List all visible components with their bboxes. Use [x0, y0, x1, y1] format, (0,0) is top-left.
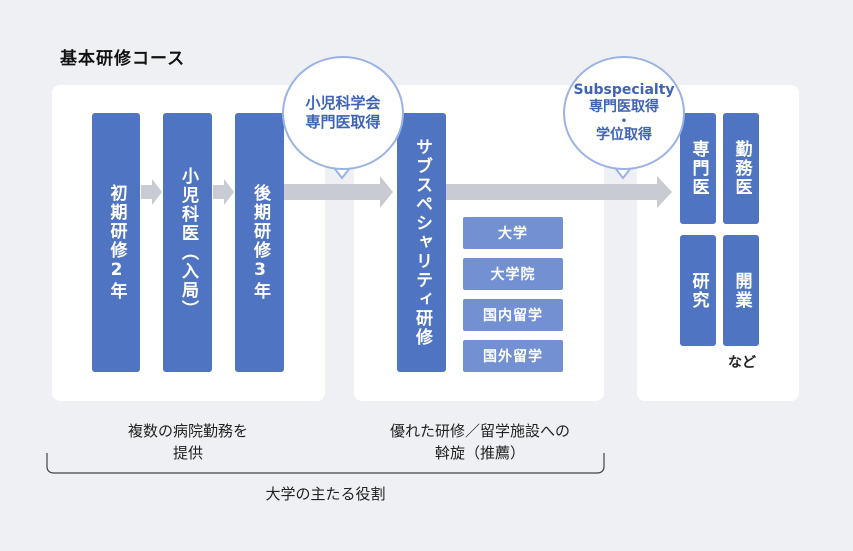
bottom-bracket	[46, 453, 605, 474]
milestone2-line4: 学位取得	[596, 126, 652, 143]
bracket-label: 大学の主たる役割	[265, 485, 386, 503]
arrow-stage1-stage2	[284, 176, 393, 208]
arrow-2-3	[213, 179, 234, 205]
option-domestic-study: 国内留学	[463, 299, 563, 331]
option-university: 大学	[463, 217, 563, 249]
milestone1-line1: 小児科学会	[305, 94, 381, 113]
bar-staff-doctor: 勤務医	[723, 113, 759, 224]
bar-later-training-label: 後期研修3年	[250, 184, 270, 301]
option-graduate-school-label: 大学院	[490, 267, 536, 283]
bar-subspecialty-training: サブスペシャリティ研修	[397, 113, 446, 372]
option-university-label: 大学	[498, 226, 528, 242]
bar-initial-training: 初期研修2年	[92, 113, 140, 372]
stage2-caption-line2: 斡旋（推薦）	[434, 443, 525, 462]
option-overseas-study-label: 国外留学	[483, 349, 543, 365]
arrow-stage2-stage3	[446, 176, 672, 208]
milestone-circle-pediatrics-board: 小児科学会 専門医取得	[282, 56, 404, 170]
bar-private-practice-label: 開業	[731, 271, 752, 310]
bar-later-training: 後期研修3年	[235, 113, 284, 372]
stage3-note: など	[728, 355, 756, 371]
bar-pediatrician: 小児科医（入局）	[163, 113, 212, 372]
bar-specialist: 専門医	[680, 113, 716, 224]
diagram-title: 基本研修コース	[60, 49, 186, 69]
option-graduate-school: 大学院	[463, 258, 563, 290]
milestone1-line2: 専門医取得	[305, 113, 381, 131]
bar-staff-doctor-label: 勤務医	[731, 140, 752, 197]
milestone2-line1: Subspecialty	[573, 81, 675, 98]
bar-subspecialty-training-label: サブスペシャリティ研修	[412, 138, 432, 347]
stage1-caption-line1: 複数の病院勤務を	[127, 422, 248, 440]
option-domestic-study-label: 国内留学	[483, 308, 543, 324]
milestone-circle-subspecialty: Subspecialty 専門医取得 • 学位取得	[563, 56, 685, 170]
stage2-caption-line1: 優れた研修／留学施設への	[389, 422, 570, 440]
stage1-caption: 複数の病院勤務を 提供	[92, 421, 284, 465]
stage1-caption-line2: 提供	[172, 443, 203, 462]
option-overseas-study: 国外留学	[463, 340, 563, 372]
bar-research-label: 研究	[688, 271, 709, 310]
stage2-caption: 優れた研修／留学施設への 斡旋（推薦）	[362, 421, 598, 465]
milestone2-line2: 専門医取得	[589, 99, 659, 116]
arrow-1-2	[141, 179, 162, 205]
bar-initial-training-label: 初期研修2年	[106, 184, 127, 301]
bar-research: 研究	[680, 235, 716, 346]
bar-pediatrician-label: 小児科医（入局）	[178, 166, 198, 319]
bar-private-practice: 開業	[723, 235, 759, 346]
bar-specialist-label: 専門医	[688, 140, 709, 197]
milestone2-line3: •	[620, 115, 628, 127]
